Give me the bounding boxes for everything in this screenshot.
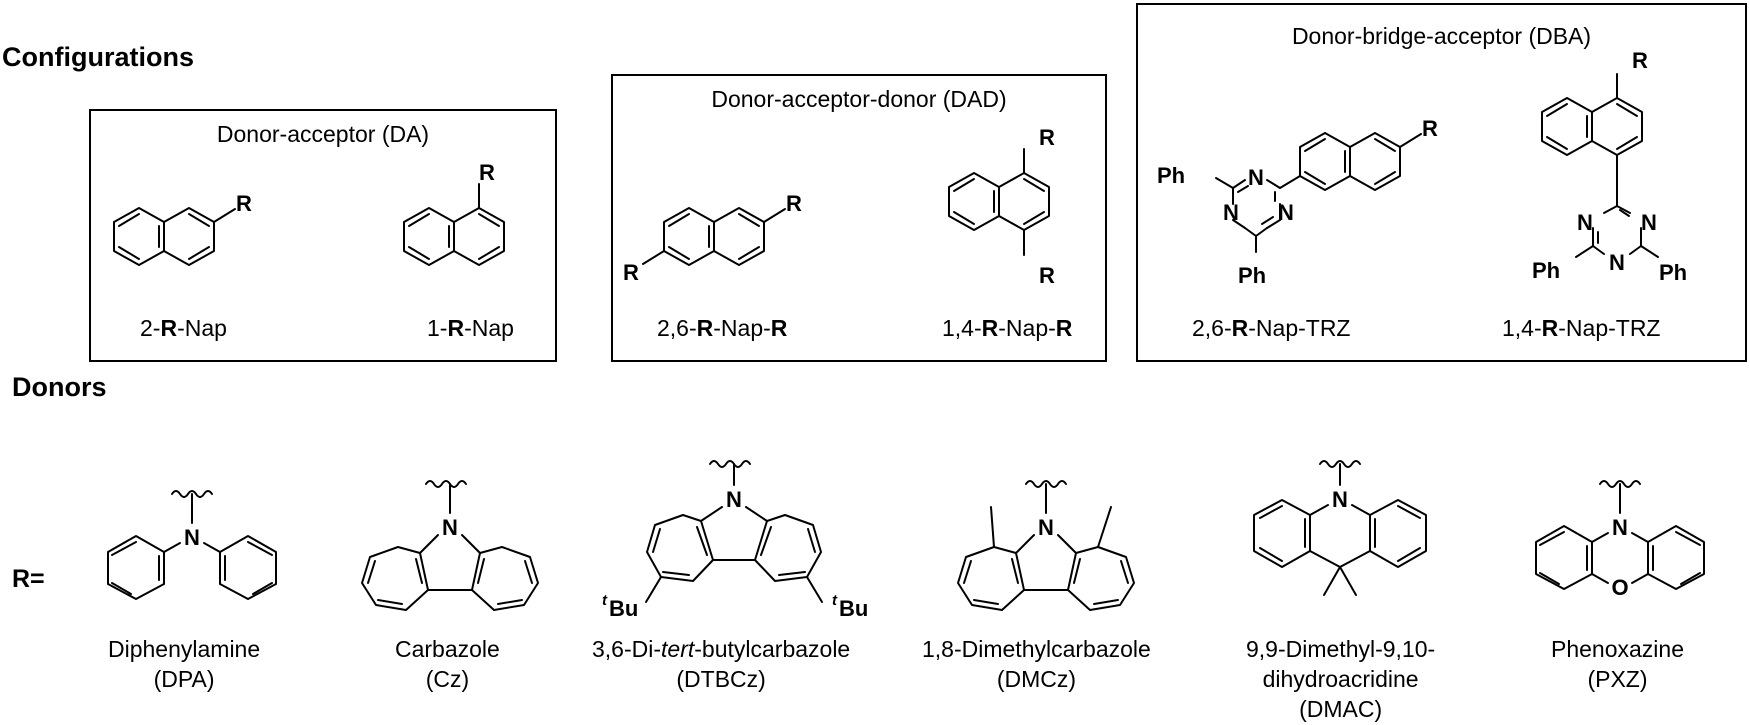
atom-n: N [184, 525, 200, 550]
caption-dpa: Diphenylamine(DPA) [108, 636, 261, 692]
atom-r: R [479, 160, 495, 185]
structure-1-4-r-nap-trz: R N N N Ph Ph [1532, 48, 1687, 285]
structure-2-r-nap: R [113, 191, 252, 266]
structure-2-6-r-nap-trz: R N N N N Ph Ph [1157, 116, 1438, 288]
atom-n: N [1038, 515, 1054, 540]
caption-1-r-nap: 1-R-Nap [427, 315, 514, 341]
caption-1-4-r-nap-trz: 1,4-R-Nap-TRZ [1502, 315, 1661, 341]
caption-1-4-r-nap-r: 1,4-R-Nap-R [942, 315, 1073, 341]
structure-2-6-r-nap-r: R R [623, 191, 802, 285]
atom-ph: Ph [1659, 260, 1687, 285]
atom-tbu: Bu [609, 596, 638, 621]
dba-box: Donor-bridge-acceptor (DBA) [1136, 3, 1747, 362]
atom-n: N [1577, 210, 1593, 235]
structure-dmac: N [1253, 460, 1427, 596]
atom-n: N [1612, 515, 1628, 540]
caption-2-6-r-nap-r: 2,6-R-Nap-R [657, 315, 788, 341]
atom-n: N [726, 487, 742, 512]
caption-pxz: Phenoxazine(PXZ) [1551, 636, 1684, 692]
atom-r: R [1039, 263, 1055, 288]
caption-dmcz: 1,8-Dimethylcarbazole(DMCz) [922, 636, 1151, 692]
atom-tbu-sup: t [832, 592, 838, 609]
atom-ph: Ph [1532, 258, 1560, 283]
atom-r: R [623, 260, 639, 285]
atom-r: R [1039, 125, 1055, 150]
atom-r: R [236, 191, 252, 216]
atom-n: N [1223, 200, 1239, 225]
caption-2-r-nap: 2-R-Nap [140, 315, 227, 341]
caption-dtbcz: 3,6-Di-tert-butylcarbazole(DTBCz) [592, 636, 851, 692]
da-box: Donor-acceptor (DA) [89, 109, 557, 362]
atom-ph: Ph [1157, 163, 1185, 188]
donors-heading: Donors [12, 372, 107, 402]
atom-n: N [1248, 165, 1264, 190]
atom-r: R [786, 191, 802, 216]
atom-n: N [1641, 210, 1657, 235]
atom-n: N [1278, 200, 1294, 225]
caption-cz: Carbazole(Cz) [395, 636, 500, 692]
atom-ph: Ph [1238, 263, 1266, 288]
dba-box-title: Donor-bridge-acceptor (DBA) [1291, 23, 1592, 49]
structure-dmcz: N [957, 480, 1135, 611]
atom-tbu: Bu [839, 596, 868, 621]
atom-r: R [1422, 116, 1438, 141]
configurations-heading: Configurations [2, 42, 194, 72]
caption-dmac: 9,9-Dimethyl-9,10-dihydroacridine(DMAC) [1246, 636, 1436, 722]
r-equals-label: R= [12, 565, 45, 593]
atom-r: R [1632, 48, 1648, 73]
dad-box: Donor-acceptor-donor (DAD) [611, 74, 1107, 362]
structure-cz: N [361, 480, 539, 611]
atom-n: N [1332, 487, 1348, 512]
atom-o: O [1611, 575, 1628, 600]
structure-dtbcz: N t Bu t Bu [602, 460, 868, 621]
caption-2-6-r-nap-trz: 2,6-R-Nap-TRZ [1192, 315, 1351, 341]
structure-dpa: N [107, 490, 277, 600]
da-box-title: Donor-acceptor (DA) [216, 121, 430, 147]
structure-pxz: N O [1535, 480, 1705, 600]
atom-n: N [442, 515, 458, 540]
atom-n: N [1609, 250, 1625, 275]
structure-1-4-r-nap-r: R R [948, 125, 1055, 288]
structure-1-r-nap: R [403, 160, 505, 266]
atom-tbu-sup: t [602, 592, 608, 609]
dad-box-title: Donor-acceptor-donor (DAD) [711, 86, 1007, 112]
